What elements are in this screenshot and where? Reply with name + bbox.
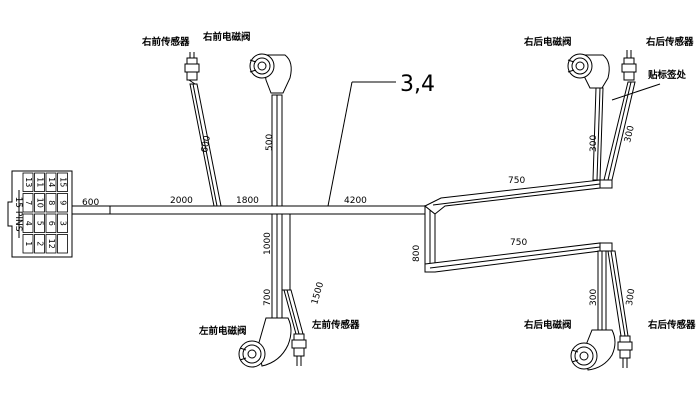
rear-upper-valve-icon: [567, 53, 610, 89]
pin-cell: [34, 193, 45, 213]
dim-front-left-valve: 700: [263, 289, 273, 306]
label-front-right-valve: 右前电磁阀: [202, 31, 251, 43]
label-rear-right-sensor-upper: 右后传感器: [645, 36, 694, 48]
pin-label: 14: [47, 177, 56, 187]
rear-drop-branch: [424, 204, 436, 273]
callout-text: 3,4: [400, 72, 435, 97]
pin-label: 10: [35, 198, 44, 208]
pin-label: 3: [58, 221, 67, 226]
pin-cell: [34, 213, 45, 233]
dim-front-right-valve: 500: [265, 134, 275, 151]
pin-label: 1: [24, 241, 33, 246]
pin-label: 11: [35, 177, 44, 187]
label-front-left-sensor: 左前传感器: [311, 319, 360, 331]
pin-cell: [45, 193, 57, 213]
callout: 3,4: [327, 72, 435, 207]
label-front-right-sensor: 右前传感器: [141, 36, 190, 48]
pin-label: 9: [58, 200, 67, 205]
dim-trunk-b: 1800: [236, 196, 259, 206]
label-rear-right-sensor-lower: 右后传感器: [647, 319, 696, 331]
front-left-sensor-branch: [283, 289, 307, 366]
pin-cell: [45, 234, 57, 254]
pin-label: 5: [35, 221, 44, 226]
rear-lower-valve-icon: [570, 329, 616, 371]
dim-rear-drop: 800: [412, 245, 422, 262]
pin-label: 8: [47, 200, 56, 205]
dim-rear-upper: 750: [508, 176, 525, 186]
label-rear-right-valve-lower: 右后电磁阀: [523, 319, 572, 331]
label-front-left-valve: 左前电磁阀: [198, 325, 247, 337]
dim-front-right-sensor: 600: [200, 135, 213, 154]
dim-trunk-c: 4200: [344, 196, 367, 206]
rear-lower-branch: [424, 242, 633, 371]
dim-rear-upper-sensor: 300: [623, 124, 637, 143]
dim-trunk-a: 2000: [170, 196, 193, 206]
label-rear-right-valve-upper: 右后电磁阀: [523, 36, 572, 48]
dim-rear-lower-valve: 300: [589, 289, 599, 306]
front-right-valve-branch: [249, 53, 292, 207]
dim-rear-upper-valve: 300: [589, 135, 599, 152]
pin-cell: [22, 234, 34, 254]
pin-label: 2: [35, 241, 44, 246]
pin-label: 7: [24, 200, 33, 205]
front-left-valve-branch: [238, 213, 292, 368]
pin-cell: [57, 234, 68, 254]
pin-label: 12: [47, 239, 56, 249]
pin-label: 13: [24, 177, 33, 187]
pin-label: 4: [24, 221, 33, 226]
front-right-valve-icon: [249, 53, 292, 94]
pin-cell: [57, 193, 68, 213]
rear-upper-branch: [424, 50, 637, 215]
pin-cell: [34, 172, 45, 192]
front-left-trunk-branch: [281, 213, 291, 291]
splice-leader: [611, 83, 661, 101]
main-trunk: [71, 205, 426, 215]
dim-front-left-trunk: 1000: [263, 232, 273, 255]
dim-rear-lower-sensor: 300: [625, 288, 637, 307]
pin-cell: [57, 213, 68, 233]
pin-cell: [57, 172, 68, 192]
connector-pin-label: 15 PINS: [13, 197, 23, 232]
front-left-valve-icon: [238, 317, 292, 368]
pin-cell: [22, 172, 34, 192]
pin-cell: [45, 213, 57, 233]
dim-rear-lower: 750: [510, 238, 527, 248]
dim-front-left-sensor: 1500: [310, 281, 326, 306]
dim-trunk-connector: 600: [82, 198, 99, 208]
label-rear-splice: 贴标签处: [647, 69, 687, 81]
pin-cell: [34, 234, 45, 254]
pin-label: 6: [47, 221, 56, 226]
pin-cell: [22, 193, 34, 213]
front-right-sensor-branch: [184, 52, 222, 207]
pin-cell: [22, 213, 34, 233]
pin-cell: [45, 172, 57, 192]
pin-label: 15: [58, 177, 67, 187]
